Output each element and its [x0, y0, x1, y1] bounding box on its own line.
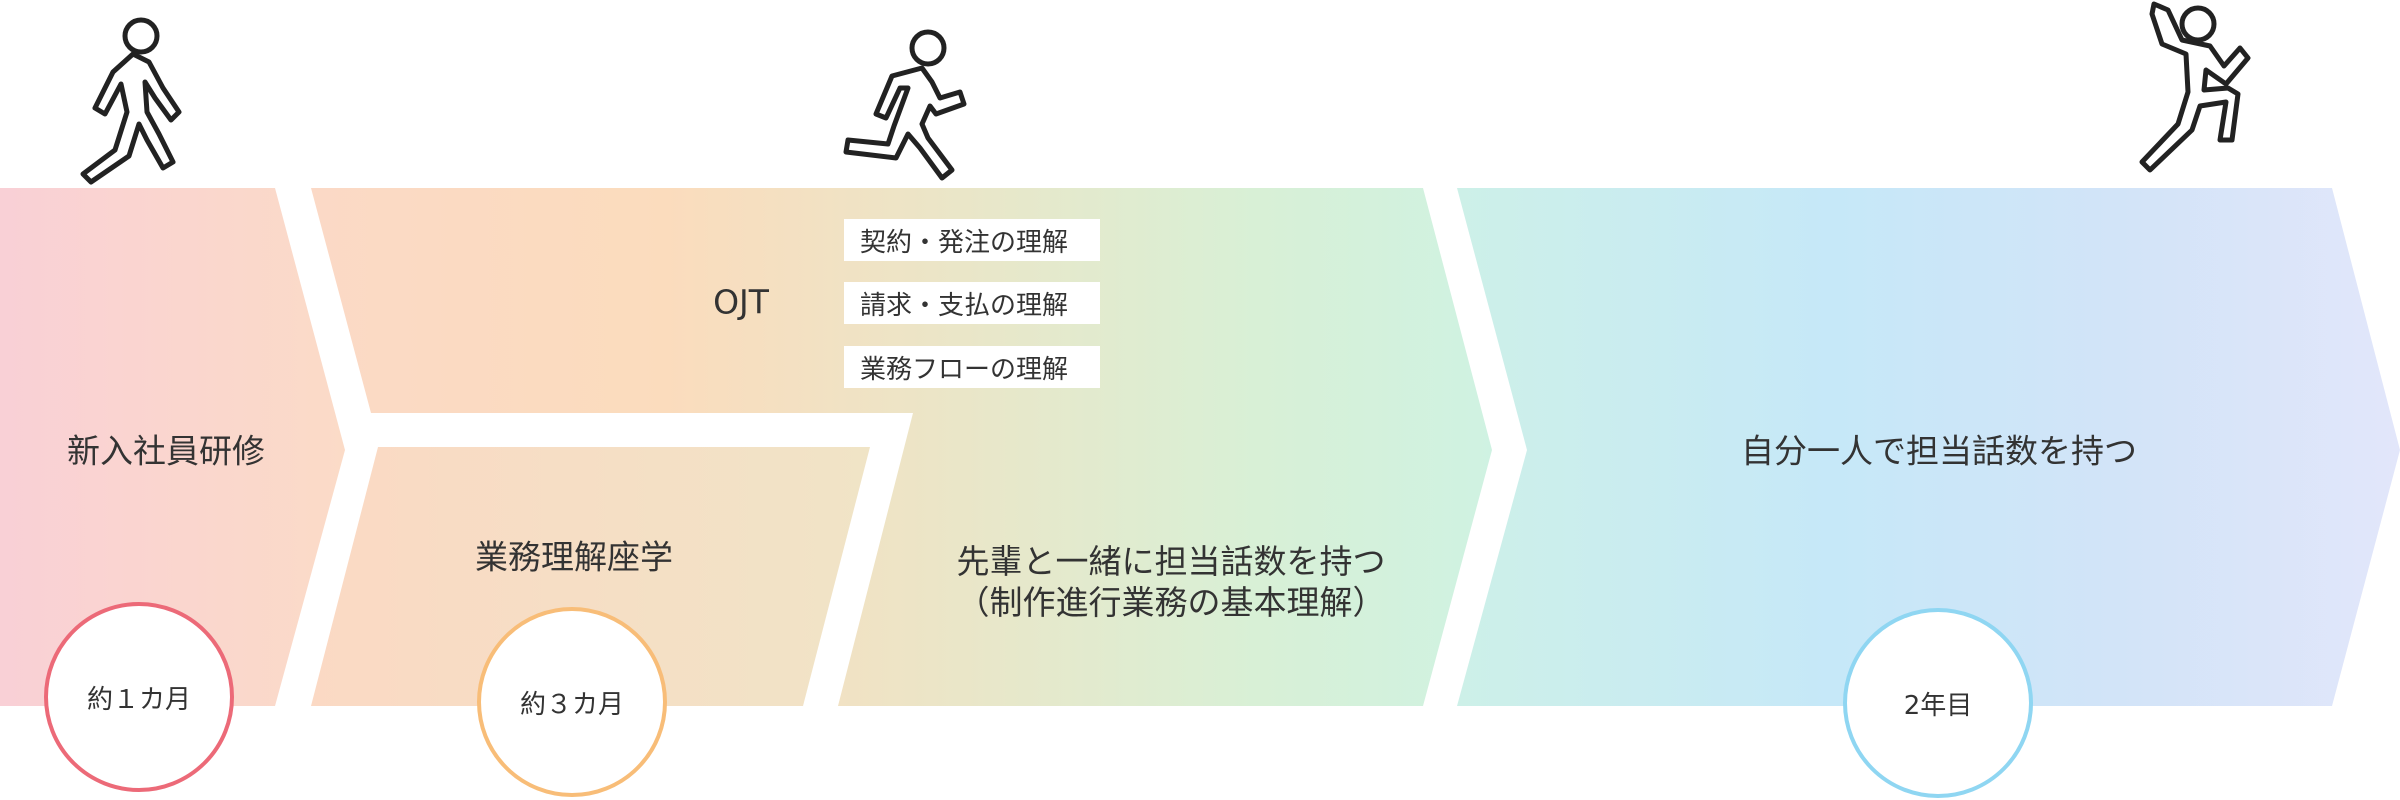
duration-badge-independent: 2年目: [1843, 608, 2033, 798]
ojt-topic-tag: 請求・支払の理解: [844, 282, 1100, 324]
ojt-topic-tag: 業務フローの理解: [844, 346, 1100, 388]
stage-ojt-label: OJT: [713, 282, 769, 322]
stage-ojt-arrow: [311, 188, 1492, 706]
stage-lecture-label: 業務理解座学: [475, 537, 673, 577]
stage-independent-label: 自分一人で担当話数を持つ: [1741, 431, 2137, 471]
stage-senior-line2: （制作進行業務の基本理解）: [956, 583, 1386, 622]
stage-senior-line1: 先輩と一緒に担当話数を持つ: [956, 541, 1386, 581]
stage-lecture-arrow: [311, 447, 870, 706]
running-person-icon: [843, 29, 967, 181]
stage-independent-arrow: [1457, 188, 2400, 706]
stage-training-arrow: [0, 188, 345, 706]
ojt-topic-tag: 契約・発注の理解: [844, 219, 1100, 261]
walking-person-icon: [80, 17, 182, 185]
duration-badge-training: 約１カ月: [44, 602, 234, 792]
stage-training-label: 新入社員研修: [67, 431, 265, 471]
duration-badge-lecture: 約３カ月: [477, 607, 667, 797]
stage-senior-label: 先輩と一緒に担当話数を持つ （制作進行業務の基本理解）: [957, 541, 1386, 624]
jumping-person-icon: [2139, 1, 2251, 173]
